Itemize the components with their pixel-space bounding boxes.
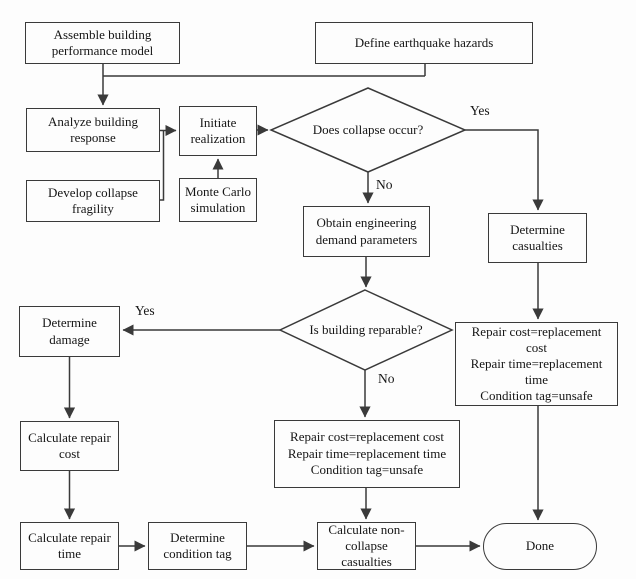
node-determine-condition-tag: Determine condition tag — [148, 522, 247, 570]
edge-label-collapse-yes: Yes — [470, 103, 490, 118]
node-monte-carlo-simulation: Monte Carlo simulation — [179, 178, 257, 222]
edge-label-reparable-yes: Yes — [135, 303, 155, 318]
edge-label-reparable-no: No — [378, 371, 395, 386]
decision-is-building-reparable-label: Is building reparable? — [309, 322, 423, 337]
node-calculate-repair-time: Calculate repair time — [20, 522, 119, 570]
edge-collapse-yes-to-casualties — [465, 129, 544, 211]
edge-label-collapse-no: No — [376, 177, 393, 192]
node-analyze-building-response: Analyze building response — [26, 108, 160, 152]
node-calculate-repair-cost: Calculate repair cost — [20, 421, 119, 471]
node-define-earthquake-hazards: Define earthquake hazards — [315, 22, 533, 64]
node-collapse-consequences: Repair cost=replacement cost Repair time… — [455, 322, 618, 406]
node-determine-damage: Determine damage — [19, 306, 120, 357]
node-done: Done — [483, 523, 597, 570]
decision-does-collapse-occur-shape — [269, 87, 467, 173]
edge-top-merge — [102, 64, 426, 77]
edge-develop-to-initiate — [160, 130, 165, 201]
node-determine-casualties: Determine casualties — [488, 213, 587, 263]
node-calculate-non-collapse-casualties: Calculate non- collapse casualties — [317, 522, 416, 570]
decision-does-collapse-occur-label: Does collapse occur? — [312, 122, 424, 137]
node-assemble-building-performance-model: Assemble building performance model — [25, 22, 180, 64]
decision-is-building-reparable-shape — [278, 289, 454, 371]
node-irreparable-consequences: Repair cost=replacement cost Repair time… — [274, 420, 460, 488]
node-initiate-realization: Initiate realization — [179, 106, 257, 156]
node-obtain-engineering-demand-parameters: Obtain engineering demand parameters — [303, 206, 430, 257]
node-develop-collapse-fragility: Develop collapse fragility — [26, 180, 160, 222]
